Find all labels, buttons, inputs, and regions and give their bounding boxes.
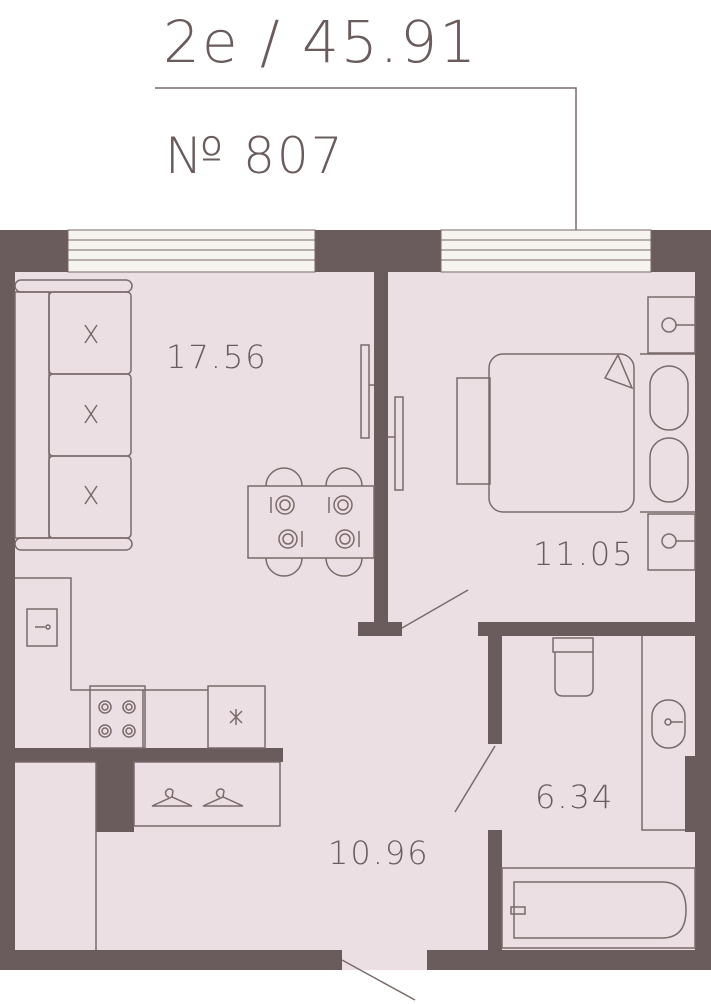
sofa bbox=[14, 279, 133, 551]
closet-left bbox=[15, 761, 97, 950]
room-area-bathroom: 6.34 bbox=[535, 778, 614, 816]
window-bedroom bbox=[440, 229, 652, 273]
wardrobe bbox=[133, 761, 281, 827]
entrance-door bbox=[341, 959, 416, 1001]
nightstands bbox=[640, 296, 696, 571]
walls bbox=[0, 230, 711, 970]
window-living bbox=[67, 229, 316, 273]
room-area-bedroom: 11.05 bbox=[533, 535, 635, 573]
bathtub bbox=[501, 867, 696, 949]
bathroom-door bbox=[454, 745, 496, 813]
dining-table bbox=[247, 467, 375, 577]
room-area-living: 17.56 bbox=[166, 338, 268, 376]
apartment-type-area: 2е / 45.91 bbox=[163, 8, 478, 76]
bed bbox=[456, 353, 635, 513]
sink bbox=[641, 636, 686, 831]
sliding-door bbox=[360, 344, 404, 491]
apartment-number: № 807 bbox=[165, 127, 345, 185]
toilet bbox=[552, 637, 594, 697]
kitchen-counter bbox=[15, 577, 266, 749]
bedroom-door bbox=[401, 589, 469, 629]
room-area-hallway: 10.96 bbox=[328, 834, 430, 872]
